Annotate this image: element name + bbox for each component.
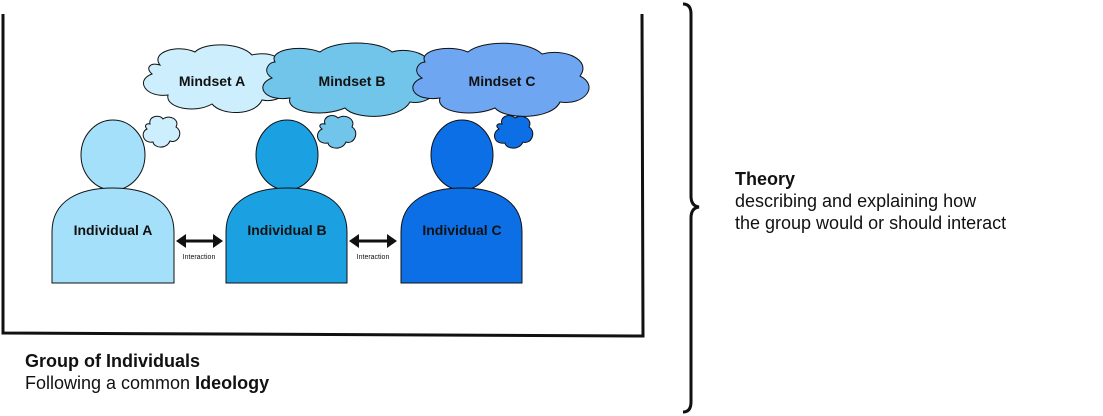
individual-b-head xyxy=(255,119,319,191)
mindset-cloud-a-shape xyxy=(143,44,289,114)
mindset-label-a: Mindset A xyxy=(179,73,245,89)
individual-c-head xyxy=(430,119,494,191)
individual-label-a: Individual A xyxy=(74,222,153,238)
thought-puff-c xyxy=(493,115,534,149)
individual-a-body xyxy=(51,187,175,284)
theory-title: Theory xyxy=(735,169,796,189)
group-title: Group of Individuals xyxy=(25,351,200,371)
individual-a: Individual A xyxy=(51,119,175,284)
group-subtitle-bold: Ideology xyxy=(195,373,270,393)
individual-b-body xyxy=(225,187,348,284)
individual-a-head xyxy=(80,119,146,191)
theory-line-2: the group would or should interact xyxy=(735,213,1007,233)
individual-b: Individual B xyxy=(225,119,348,284)
mindset-cloud-b: Mindset B xyxy=(262,42,438,117)
individual-c: Individual C xyxy=(400,119,523,284)
group-frame xyxy=(1,13,645,338)
theory-caption: Theory describing and explaining how the… xyxy=(735,168,1006,234)
interaction-arrow-ab: Interaction xyxy=(176,234,223,261)
interaction-arrow-bc: Interaction xyxy=(349,234,397,261)
interaction-label-ab: Interaction xyxy=(183,254,216,261)
group-subtitle-prefix: Following a common xyxy=(25,373,191,393)
individual-c-body xyxy=(400,187,523,284)
mindset-label-b: Mindset B xyxy=(319,73,386,89)
mindset-cloud-c-shape xyxy=(412,42,590,117)
mindset-cloud-b-shape xyxy=(262,42,438,117)
mindset-label-c: Mindset C xyxy=(469,73,536,89)
thought-puff-a xyxy=(142,115,181,148)
mindset-cloud-a: Mindset A xyxy=(143,44,289,114)
theory-brace xyxy=(682,2,700,414)
mindset-cloud-c: Mindset C xyxy=(412,42,590,117)
group-caption: Group of Individuals Following a common … xyxy=(25,350,269,394)
individual-label-b: Individual B xyxy=(247,222,326,238)
theory-line-1: describing and explaining how xyxy=(735,191,977,211)
interaction-label-bc: Interaction xyxy=(357,254,390,261)
individual-label-c: Individual C xyxy=(422,222,501,238)
thought-puff-b xyxy=(316,115,357,149)
